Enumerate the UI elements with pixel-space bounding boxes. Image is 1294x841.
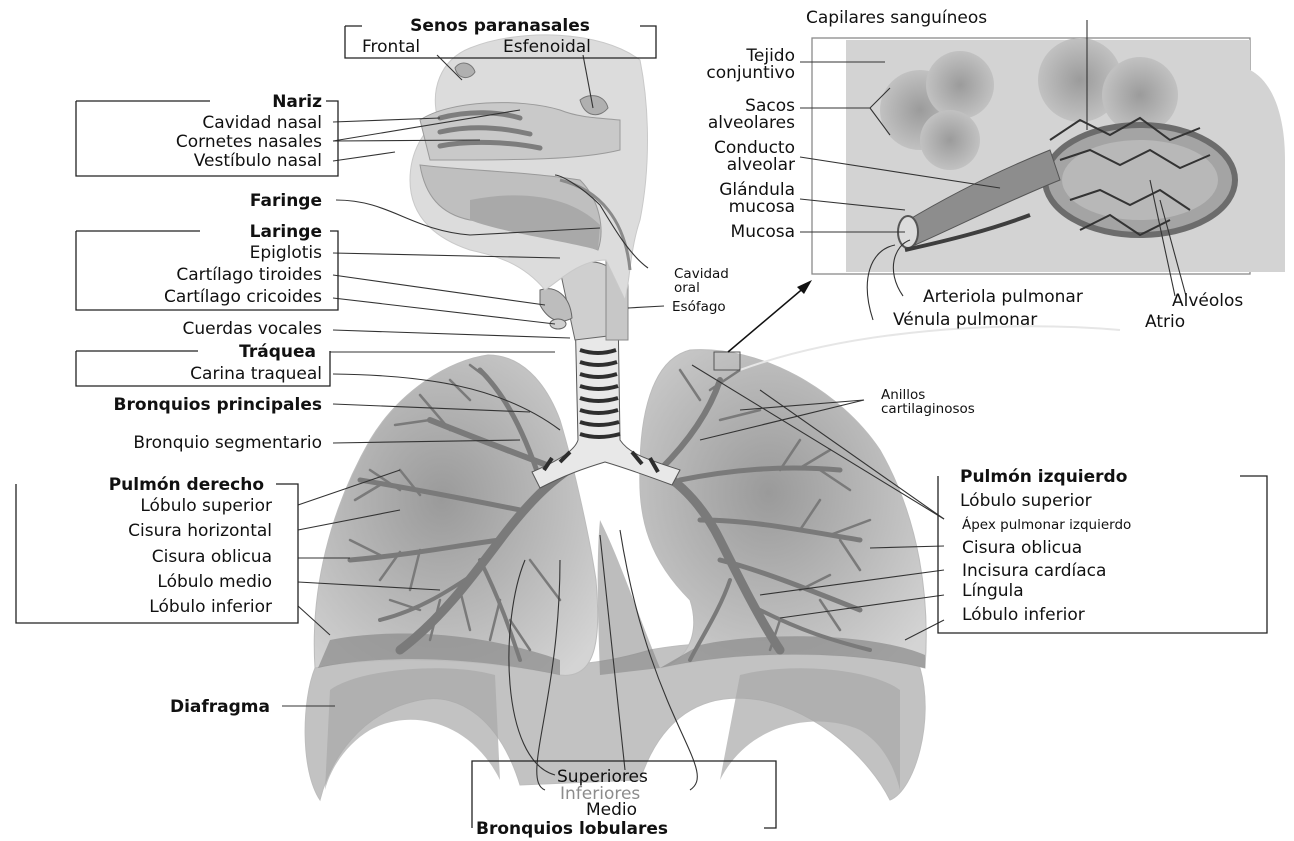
bronquio-segmentario-label: Bronquio segmentario	[133, 433, 322, 453]
arteriola-label: Arteriola pulmonar	[923, 287, 1083, 307]
medio-label: Medio	[586, 800, 637, 820]
zoom-guide	[740, 326, 1120, 370]
diafragma-label: Diafragma	[170, 697, 270, 717]
zoom-arrow	[728, 286, 806, 352]
cartilago-tiroides-label: Cartílago tiroides	[176, 265, 322, 285]
rd-lobulo-medio-label: Lóbulo medio	[157, 572, 272, 592]
incisura-cardiaca-label: Incisura cardíaca	[962, 561, 1106, 581]
anillos-label-2: cartilaginosos	[881, 401, 975, 417]
alveoli-inset	[812, 38, 1285, 274]
conducto-label-2: alveolar	[727, 155, 795, 175]
laringe-title: Laringe	[250, 222, 322, 242]
vestibulo-nasal-label: Vestíbulo nasal	[194, 151, 322, 171]
right-lung-shape	[314, 355, 597, 675]
cavidad-nasal-label: Cavidad nasal	[202, 113, 322, 133]
senos-paranasales-title: Senos paranasales	[410, 16, 590, 36]
carina-traqueal-label: Carina traqueal	[190, 364, 322, 384]
esofago-label: Esófago	[672, 299, 726, 315]
alveolar-sac-3	[920, 110, 980, 170]
tejido-label-2: conjuntivo	[706, 63, 795, 83]
cornetes-nasales-label: Cornetes nasales	[176, 132, 322, 152]
alveolar-sac-2	[926, 51, 994, 119]
li-lobulo-superior-label: Lóbulo superior	[960, 491, 1092, 511]
li-cisura-oblicua-label: Cisura oblicua	[962, 538, 1082, 558]
venula-label: Vénula pulmonar	[893, 310, 1037, 330]
glandula-label-2: mucosa	[729, 197, 795, 217]
lingula-label: Língula	[962, 581, 1024, 601]
esfenoidal-label: Esfenoidal	[503, 37, 591, 57]
mucosa-label: Mucosa	[731, 222, 795, 242]
faringe-label: Faringe	[250, 191, 322, 211]
pulmon-derecho-title: Pulmón derecho	[109, 475, 264, 495]
cavidad-oral-label-2: oral	[674, 280, 700, 296]
bronquios-principales-label: Bronquios principales	[114, 395, 322, 415]
diaphragm-shadow	[325, 668, 500, 790]
alveolar-sac-5	[1102, 57, 1178, 133]
cuerdas-vocales-label: Cuerdas vocales	[182, 319, 322, 339]
bronquios-lobulares-title: Bronquios lobulares	[476, 819, 668, 839]
li-lobulo-inferior-label: Lóbulo inferior	[962, 605, 1085, 625]
rd-cisura-horizontal-label: Cisura horizontal	[128, 521, 272, 541]
rd-lobulo-superior-label: Lóbulo superior	[140, 496, 272, 516]
sacos-label-2: alveolares	[708, 113, 795, 133]
atrio-label: Atrio	[1145, 312, 1185, 332]
rd-lobulo-inferior-label: Lóbulo inferior	[149, 597, 272, 617]
alveolos-label: Alvéolos	[1172, 291, 1243, 311]
frontal-label: Frontal	[362, 37, 420, 57]
cartilago-cricoides-label: Cartílago cricoides	[164, 287, 322, 307]
nariz-title: Nariz	[272, 92, 322, 112]
pulmon-izquierdo-title: Pulmón izquierdo	[960, 467, 1127, 487]
capilares-label: Capilares sanguíneos	[806, 8, 987, 28]
apex-label: Ápex pulmonar izquierdo	[962, 516, 1131, 533]
illustration	[305, 35, 1285, 800]
epiglotis-label: Epiglotis	[250, 243, 323, 263]
traquea-title: Tráquea	[239, 342, 316, 362]
rd-cisura-oblicua-label: Cisura oblicua	[152, 547, 272, 567]
